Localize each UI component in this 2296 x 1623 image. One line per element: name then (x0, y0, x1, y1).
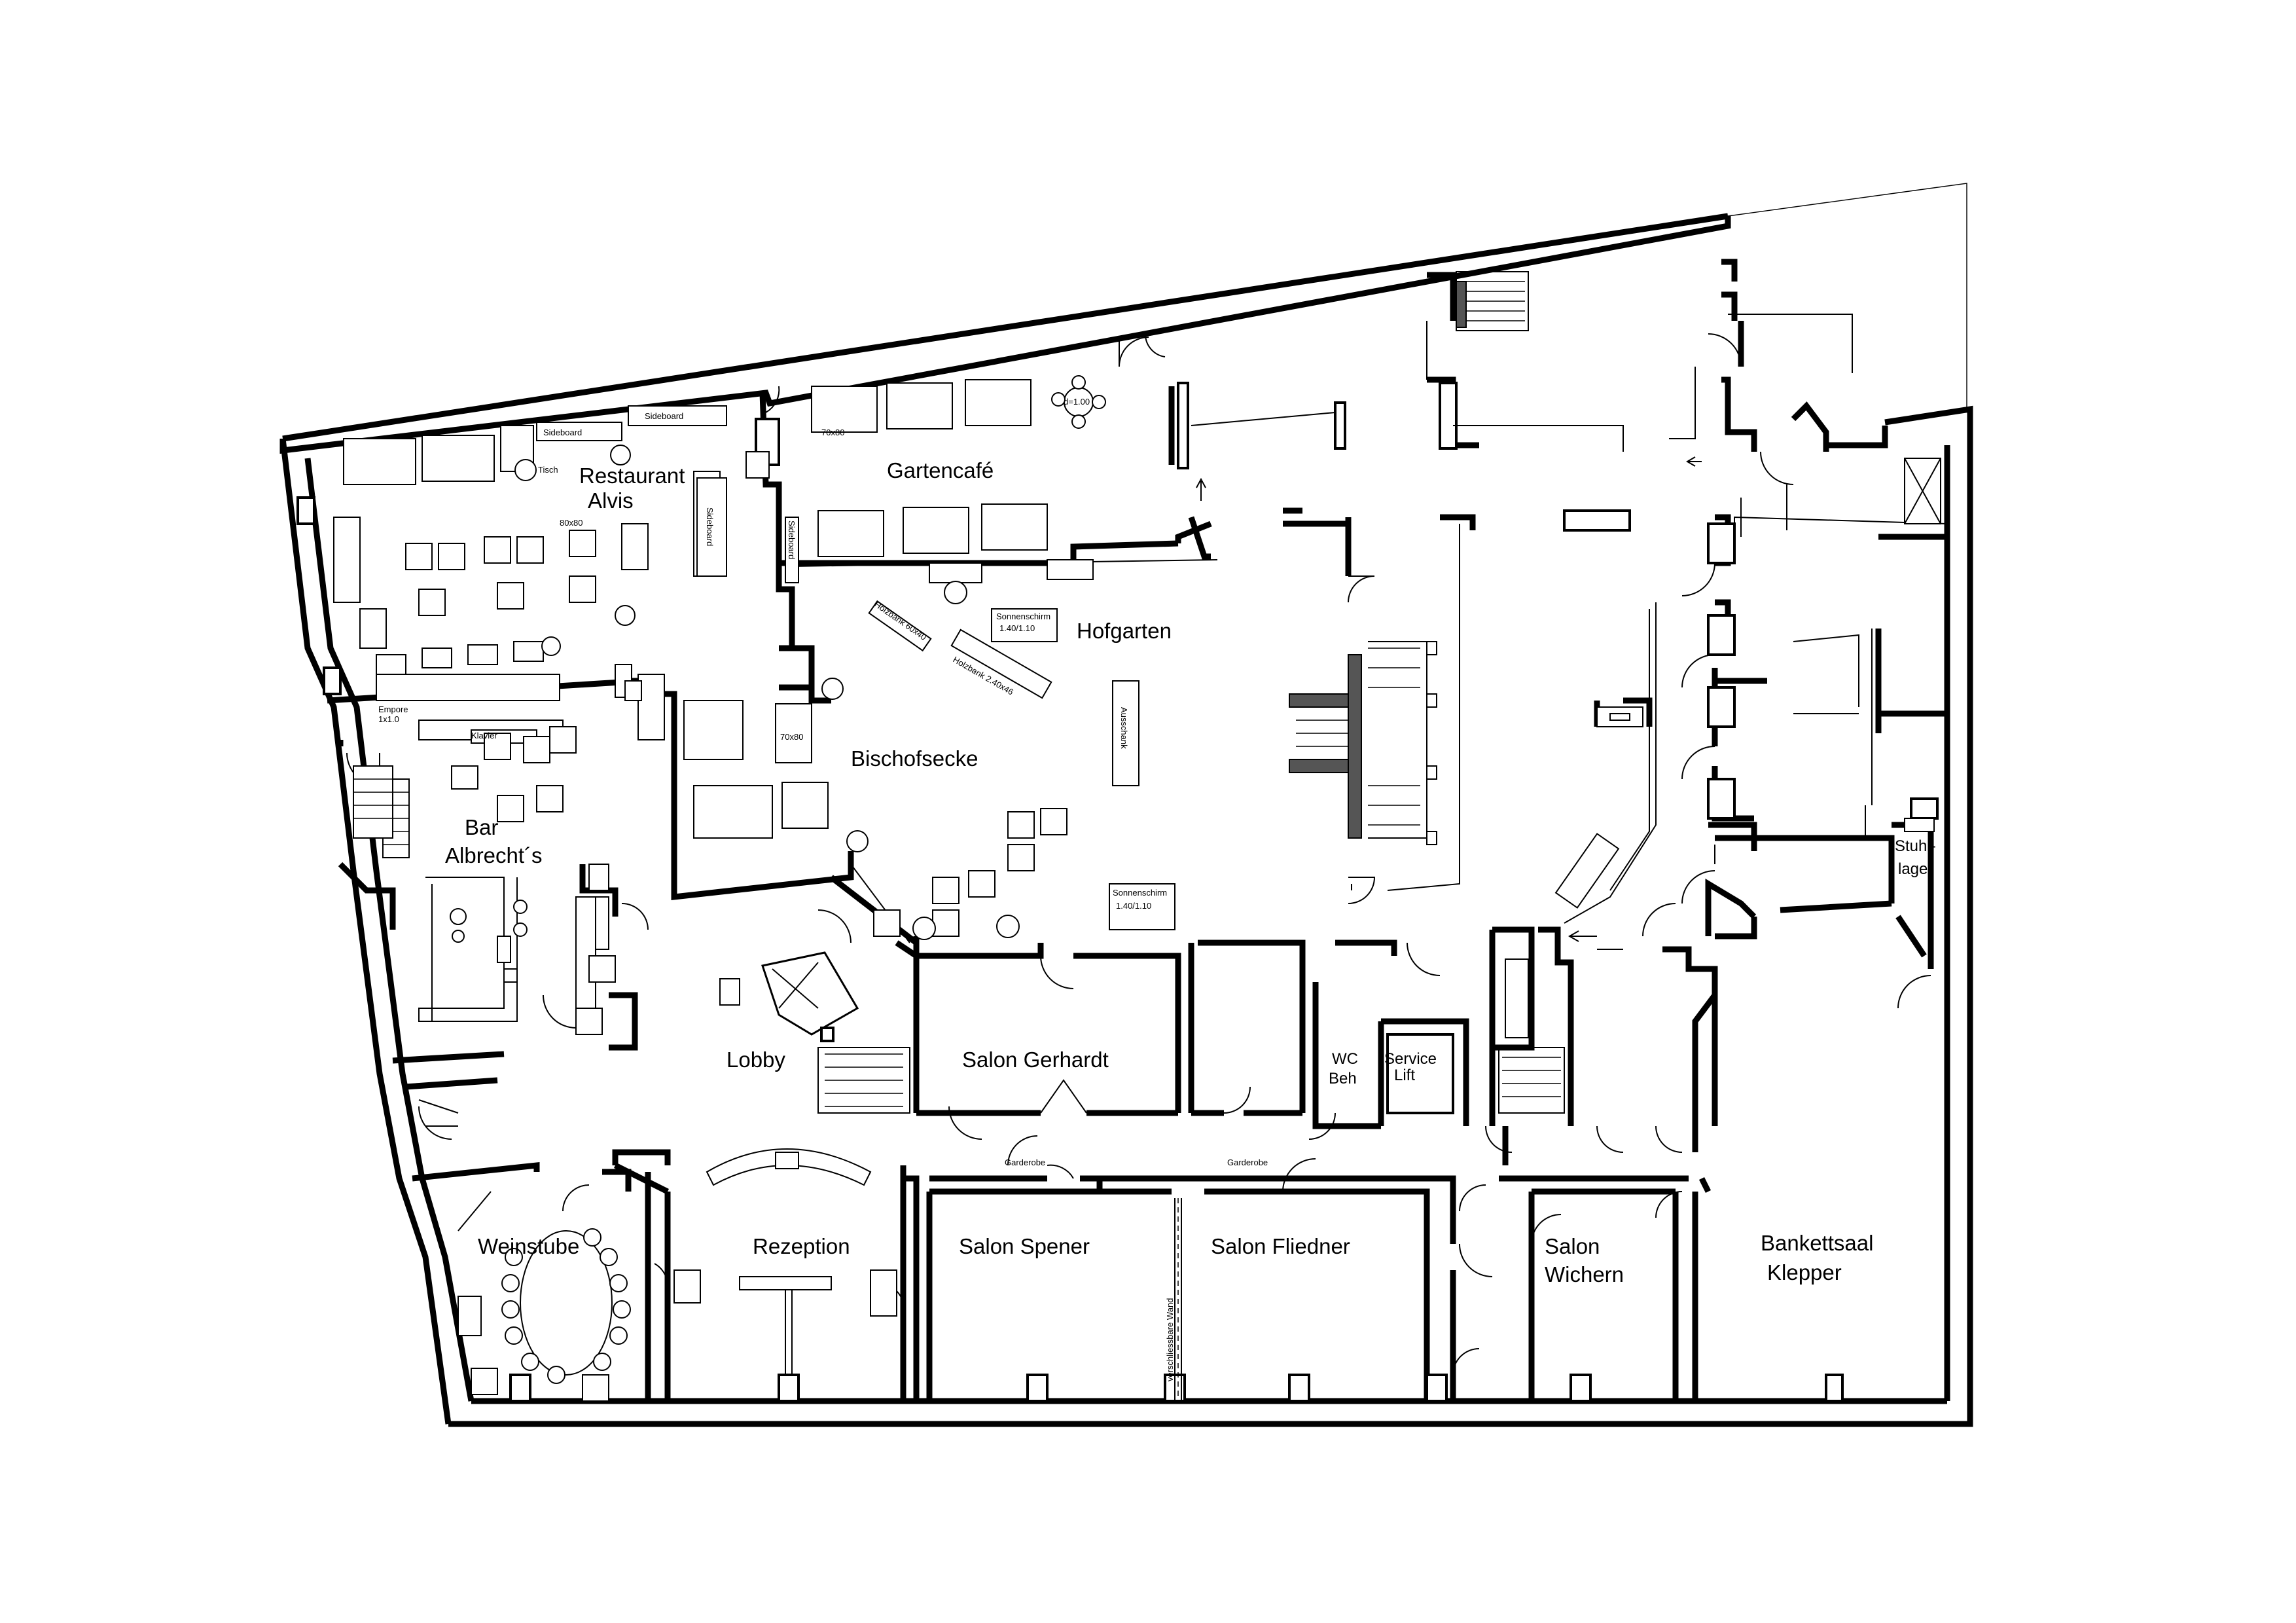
room-service-2: Lift (1394, 1067, 1415, 1084)
sideboard (628, 405, 727, 426)
label-80x80: 80x80 (560, 518, 583, 528)
label-sideboard-2: Sideboard (645, 411, 683, 421)
furniture (333, 375, 1935, 1402)
label-umbrella-1a: Sonnenschirm (996, 611, 1050, 621)
label-ausschank: Ausschank (1119, 707, 1129, 749)
label-sideboard-4: Sideboard (787, 520, 797, 559)
label-umbrella-2a: Sonnenschirm (1113, 888, 1167, 898)
label-bar-note: Empore (378, 704, 408, 714)
room-hofgarten: Hofgarten (1077, 619, 1172, 643)
stairs (382, 271, 1565, 1114)
label-partition-wall: verschliessbare Wand (1165, 1298, 1175, 1381)
sideboard (536, 422, 622, 441)
room-salon-gerhardt: Salon Gerhardt (962, 1048, 1109, 1072)
weinstube-furniture (457, 1191, 631, 1402)
room-restaurant-alvis-2: Alvis (588, 488, 634, 513)
room-wc-2: Beh (1329, 1070, 1357, 1087)
sideboard (785, 517, 799, 583)
room-restaurant-alvis-1: Restaurant (579, 464, 685, 488)
room-bankettsaal-1: Bankettsaal (1761, 1231, 1873, 1255)
room-salon-fliedner: Salon Fliedner (1211, 1234, 1350, 1258)
label-garderobe-1: Garderobe (1005, 1158, 1045, 1167)
label-klavier: Klavier (471, 731, 497, 740)
room-rezeption: Rezeption (753, 1234, 850, 1258)
rezeption-furniture (673, 1148, 897, 1375)
room-lobby: Lobby (726, 1048, 785, 1072)
room-bischofsecke: Bischofsecke (851, 746, 978, 771)
room-service-1: Service (1384, 1050, 1437, 1068)
partition-wall (1174, 1198, 1182, 1401)
room-stuhllager-1: Stuhl- (1895, 837, 1936, 855)
courtyard-lines (791, 314, 1948, 950)
label-umbrella-1b: 1.40/1.10 (999, 623, 1035, 633)
label-tisch: Tisch (538, 465, 558, 475)
label-bar-note-2: 1x1.0 (378, 714, 399, 724)
room-bar-2: Albrecht´s (445, 843, 543, 867)
label-round-table: d=1.00 (1064, 397, 1090, 407)
gartencafe-tables (745, 375, 1106, 583)
room-stuhllager-2: lager (1898, 860, 1933, 878)
room-wc-1: WC (1332, 1050, 1358, 1068)
bar-furniture (353, 720, 616, 1035)
label-umbrella-2b: 1.40/1.10 (1116, 901, 1151, 911)
room-labels: Restaurant Alvis Gartencafé Hofgarten Bi… (445, 458, 1936, 1286)
label-sideboard-3: Sideboard (705, 507, 715, 546)
room-bankettsaal-2: Klepper (1767, 1260, 1842, 1285)
room-weinstube: Weinstube (478, 1234, 579, 1258)
outer-walls (279, 183, 1973, 1427)
hofgarten-items (821, 581, 1175, 940)
arrows (1196, 456, 1702, 942)
room-gartencafe: Gartencafé (887, 458, 994, 483)
label-70x80-a: 70x80 (821, 428, 844, 437)
label-garderobe-2: Garderobe (1227, 1158, 1268, 1167)
room-salon-wichern-1: Salon (1545, 1234, 1600, 1258)
bischofsecke-tables (624, 674, 829, 839)
room-bar-1: Bar (465, 815, 498, 839)
doors (346, 333, 1931, 1376)
label-70x80-b: 70x80 (780, 732, 803, 742)
room-salon-wichern-2: Wichern (1545, 1262, 1624, 1286)
label-sideboard-1: Sideboard (543, 428, 582, 437)
sideboard (696, 477, 727, 577)
room-salon-spener: Salon Spener (959, 1234, 1090, 1258)
